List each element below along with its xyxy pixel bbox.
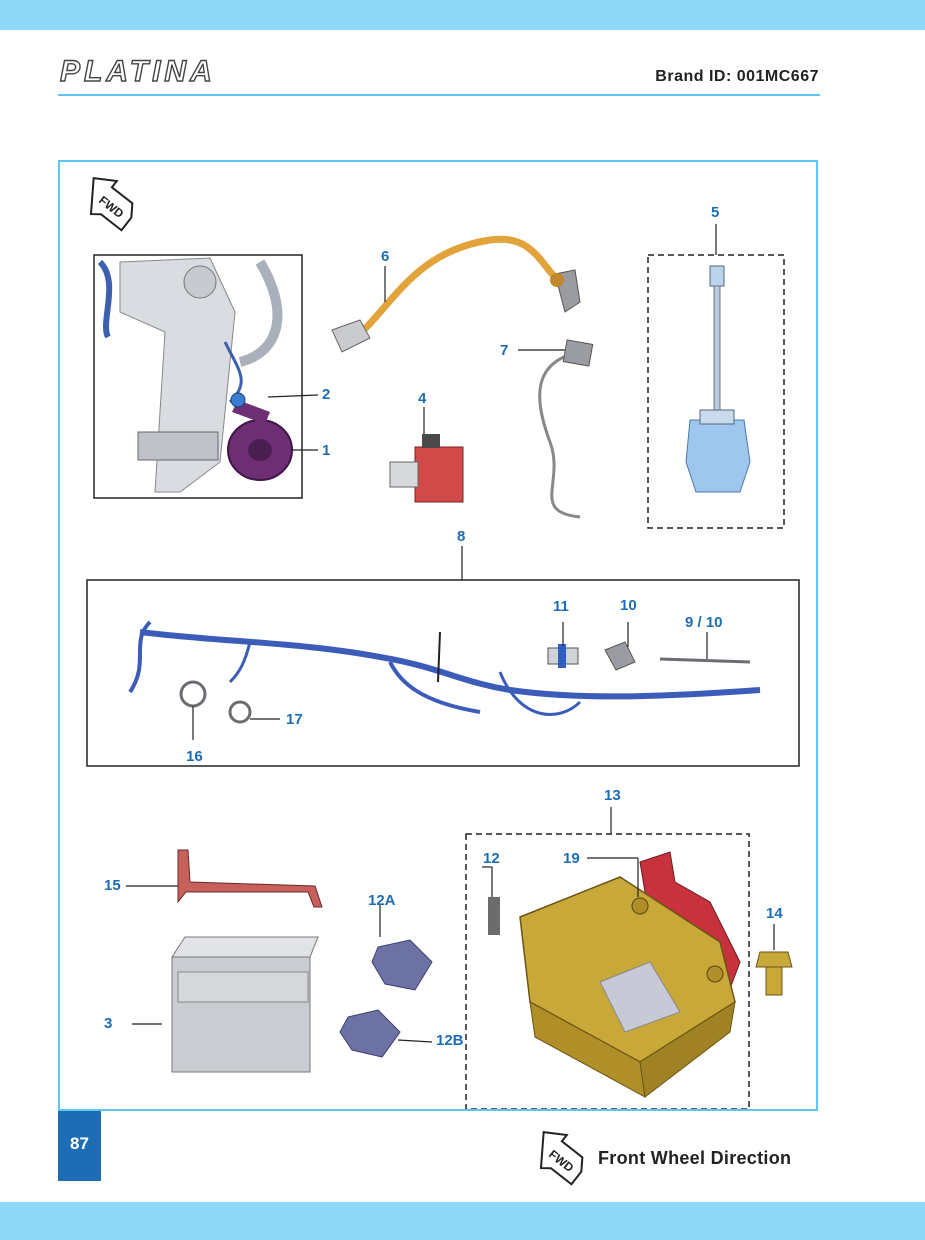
callout-13: 13 — [604, 787, 621, 804]
callout-5: 5 — [711, 204, 720, 221]
callout-3: 3 — [104, 1015, 113, 1032]
parts-diagram-frame: FWD — [58, 160, 818, 1111]
fwd-arrow-icon-footer: FWD — [539, 1130, 584, 1186]
callout-12b: 12B — [436, 1032, 464, 1049]
callout-17: 17 — [286, 711, 303, 728]
callout-14: 14 — [766, 905, 783, 922]
callout-10: 10 — [620, 597, 637, 614]
frame-illustration — [97, 257, 283, 493]
battery-tray-detail-box — [465, 833, 750, 1109]
parts-diagram: FWD — [86, 176, 800, 1109]
horn-illustration — [227, 392, 293, 481]
callout-12a: 12A — [368, 892, 396, 909]
switch-detail-box — [647, 254, 785, 529]
callout-11: 11 — [553, 598, 569, 615]
callout-9-10: 9 / 10 — [685, 614, 723, 631]
callout-6: 6 — [381, 248, 390, 265]
pad-12a-illustration — [371, 939, 433, 991]
brake-switch-illustration — [685, 265, 751, 493]
ground-wire-illustration — [538, 339, 594, 519]
callout-16: 16 — [186, 748, 203, 765]
front-wheel-direction-label: Front Wheel Direction — [598, 1148, 792, 1168]
page-number-badge: 87 — [58, 1111, 101, 1181]
bottom-band — [0, 1202, 925, 1240]
top-band — [0, 0, 925, 30]
spark-plug-lead-illustration — [331, 235, 581, 353]
callout-12: 12 — [483, 850, 500, 867]
fwd-arrow-icon: FWD — [89, 176, 134, 232]
battery-illustration — [171, 936, 319, 1073]
svg-text:PLATINA: PLATINA — [60, 55, 216, 87]
page-number: 87 — [70, 1134, 89, 1153]
bolt-illustration — [755, 951, 793, 996]
callout-19: 19 — [563, 850, 580, 867]
callout-15: 15 — [104, 877, 121, 894]
header-divider — [58, 94, 820, 96]
platina-logo: PLATINA — [59, 55, 216, 87]
battery-tray-illustration — [488, 851, 741, 1098]
callout-1: 1 — [322, 442, 331, 459]
callout-4: 4 — [418, 390, 427, 407]
callout-8: 8 — [457, 528, 466, 545]
battery-strap-illustration — [177, 849, 323, 908]
pad-12b-illustration — [339, 1009, 401, 1058]
brand-id: Brand ID: 001MC667 — [655, 68, 819, 85]
relay-illustration — [389, 434, 464, 503]
leader-lines — [126, 224, 775, 1043]
callout-2: 2 — [322, 386, 331, 403]
callout-7: 7 — [500, 342, 509, 359]
